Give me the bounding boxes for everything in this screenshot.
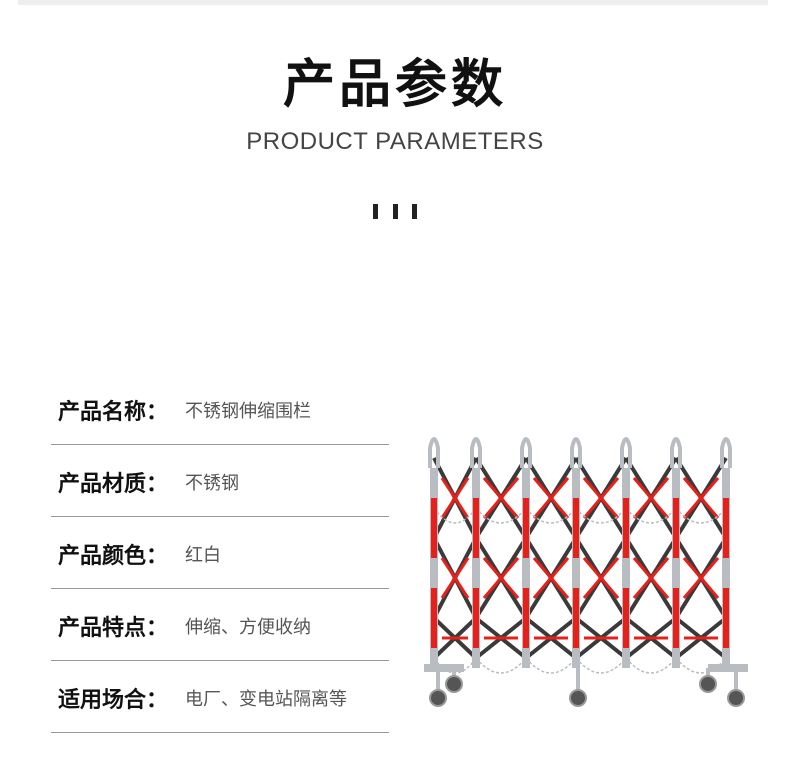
page-subtitle: PRODUCT PARAMETERS [246, 128, 544, 155]
param-label: 产品名称： [58, 399, 169, 425]
page-title: 产品参数 [282, 55, 507, 115]
product-image [424, 437, 748, 707]
param-label: 产品颜色： [58, 543, 169, 569]
parameter-list: 产品名称： 不锈钢伸缩围栏 产品材质： 不锈钢 产品颜色： 红白 产品特点： 伸… [51, 373, 389, 733]
param-row-color: 产品颜色： 红白 [51, 517, 389, 589]
param-row-usage: 适用场合： 电厂、变电站隔离等 [51, 661, 389, 733]
decorative-dots [373, 204, 417, 219]
param-value: 伸缩、方便收纳 [185, 616, 311, 638]
param-row-material: 产品材质： 不锈钢 [51, 445, 389, 517]
param-value: 不锈钢 [185, 472, 239, 494]
dot-mark [412, 204, 417, 219]
param-row-name: 产品名称： 不锈钢伸缩围栏 [51, 373, 389, 445]
param-value: 红白 [185, 544, 221, 566]
expandable-fence-icon [424, 437, 748, 707]
param-label: 适用场合： [58, 687, 169, 713]
param-value: 不锈钢伸缩围栏 [185, 400, 311, 422]
dot-mark [373, 204, 378, 219]
param-label: 产品特点： [58, 615, 169, 641]
dot-mark [392, 204, 398, 219]
param-label: 产品材质： [58, 471, 169, 497]
top-divider [18, 0, 768, 5]
param-value: 电厂、变电站隔离等 [185, 688, 347, 710]
param-row-feature: 产品特点： 伸缩、方便收纳 [51, 589, 389, 661]
